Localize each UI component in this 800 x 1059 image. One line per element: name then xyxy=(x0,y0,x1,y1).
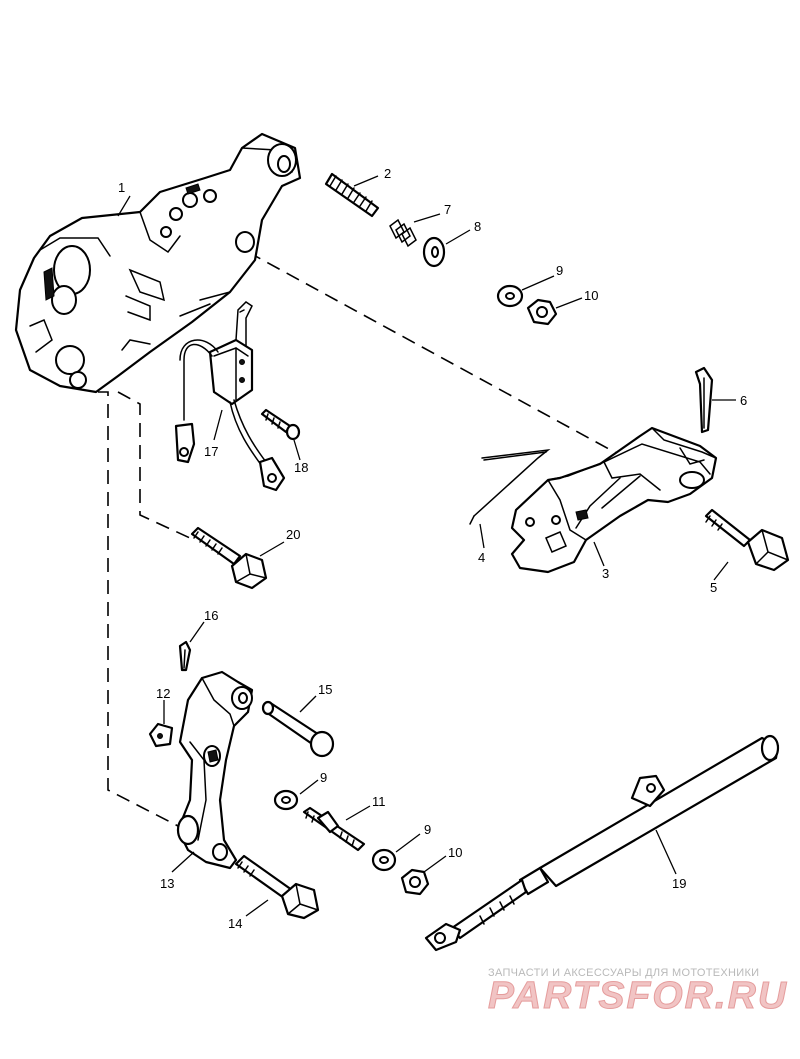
washer-part-9-lower xyxy=(371,848,397,872)
spring-wire-part-4 xyxy=(469,448,551,525)
callout-20: 20 xyxy=(286,527,300,542)
hex-bolt-part-20 xyxy=(190,526,268,590)
leader-lines xyxy=(117,175,736,917)
callout-11: 11 xyxy=(372,794,386,809)
callout-18: 18 xyxy=(294,460,308,475)
watermark-tagline: ЗАПЧАСТИ И АКСЕССУАРЫ ДЛЯ МОТОТЕХНИКИ xyxy=(488,967,759,979)
screw-part-18 xyxy=(260,408,301,441)
cotter-pin-part-16 xyxy=(178,640,192,672)
cotter-pin-part-6 xyxy=(694,366,714,434)
bracket-plate-part-1 xyxy=(14,132,302,394)
washer-part-8 xyxy=(422,236,446,268)
callout-15: 15 xyxy=(318,682,332,697)
watermark: ЗАПЧАСТИ И АКСЕССУАРЫ ДЛЯ МОТОТЕХНИКИ PA… xyxy=(488,967,788,1018)
assembly-dashed-lines xyxy=(98,251,641,827)
callout-2: 2 xyxy=(384,166,391,181)
callout-5: 5 xyxy=(710,580,717,595)
callout-12: 12 xyxy=(156,686,170,701)
pin-part-15 xyxy=(261,700,335,758)
link-arm-part-13 xyxy=(176,670,254,870)
stud-part-11 xyxy=(302,806,366,852)
shoulder-bolt-part-5 xyxy=(704,508,790,572)
nut-part-10-upper xyxy=(526,298,558,326)
callout-9-lower: 9 xyxy=(424,822,431,837)
callout-19: 19 xyxy=(672,876,686,891)
nut-part-10-lower xyxy=(400,868,430,896)
callout-10-upper: 10 xyxy=(584,288,598,303)
threaded-stud-part-2 xyxy=(324,172,380,218)
callout-8: 8 xyxy=(474,219,481,234)
callout-9-middle: 9 xyxy=(320,770,327,785)
spring-part-7 xyxy=(389,218,417,248)
callout-numbers: 1 2 3 4 5 6 7 8 9 10 9 9 10 11 12 13 14 … xyxy=(118,166,747,931)
washer-part-9-upper xyxy=(496,284,524,308)
lever-bracket-part-3 xyxy=(510,426,718,574)
callout-13: 13 xyxy=(160,876,174,891)
callout-3: 3 xyxy=(602,566,609,581)
callout-6: 6 xyxy=(740,393,747,408)
shoulder-bolt-part-14 xyxy=(234,854,320,920)
washer-part-9-middle xyxy=(273,789,299,811)
callout-1: 1 xyxy=(118,180,125,195)
callout-14: 14 xyxy=(228,916,242,931)
callout-9-upper: 9 xyxy=(556,263,563,278)
link-rod-part-19 xyxy=(424,734,780,952)
callout-16: 16 xyxy=(204,608,218,623)
switch-harness-part-17 xyxy=(174,301,286,492)
callout-7: 7 xyxy=(444,202,451,217)
callout-17: 17 xyxy=(204,444,218,459)
callout-10-lower: 10 xyxy=(448,845,462,860)
watermark-brand: PARTSFOR.RU xyxy=(488,975,788,1017)
callout-4: 4 xyxy=(478,550,485,565)
retainer-part-12 xyxy=(148,722,174,748)
